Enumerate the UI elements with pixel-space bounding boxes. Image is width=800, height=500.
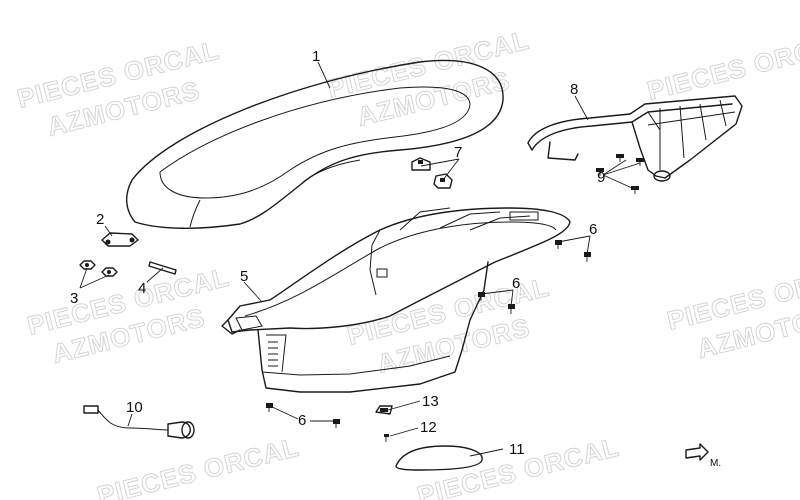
- callout-2: 2: [96, 211, 104, 228]
- callout-7: 7: [454, 144, 462, 161]
- lamp-wire-part: [83, 405, 195, 439]
- corner-mark-text: M.: [710, 458, 721, 469]
- watermark-text: PIECES ORCAL: [644, 27, 800, 106]
- luggage-box-part: [221, 207, 571, 393]
- cover-part: [395, 445, 483, 471]
- pin-part: [148, 261, 177, 275]
- callout-6-mid: 6: [512, 275, 520, 292]
- rubber-buffer-part: [411, 157, 453, 189]
- callout-12: 12: [420, 419, 437, 436]
- callout-5: 5: [240, 268, 248, 285]
- nuts-part: [79, 260, 118, 277]
- callout-3: 3: [70, 290, 78, 307]
- callout-13: 13: [422, 393, 439, 410]
- callout-11: 11: [509, 441, 525, 458]
- callout-4: 4: [138, 280, 146, 297]
- callout-labels: 1 2 3 4 5 6 6 6 7 8 9 10 11 12 13: [70, 48, 605, 458]
- clip-part: [375, 405, 393, 415]
- carrier-bolts-part: [596, 154, 644, 194]
- watermark-group: PIECES ORCAL AZMOTORS PIECES ORCAL AZMOT…: [14, 24, 800, 500]
- watermark-text: PIECES ORCAL: [94, 432, 302, 500]
- callout-6-top: 6: [589, 221, 597, 238]
- rear-carrier-part: [527, 95, 743, 182]
- callout-8: 8: [570, 81, 578, 98]
- callout-6-bottom: 6: [298, 412, 306, 429]
- callout-9: 9: [597, 169, 605, 186]
- leader-lines: [79, 61, 641, 457]
- direction-mark: M.: [685, 443, 721, 469]
- bolts-6-part: [266, 240, 591, 428]
- callout-1: 1: [312, 48, 320, 65]
- seat-bracket-part: [101, 232, 139, 247]
- screw-part: [384, 434, 389, 442]
- callout-10: 10: [126, 399, 143, 416]
- seat-part: [126, 59, 504, 229]
